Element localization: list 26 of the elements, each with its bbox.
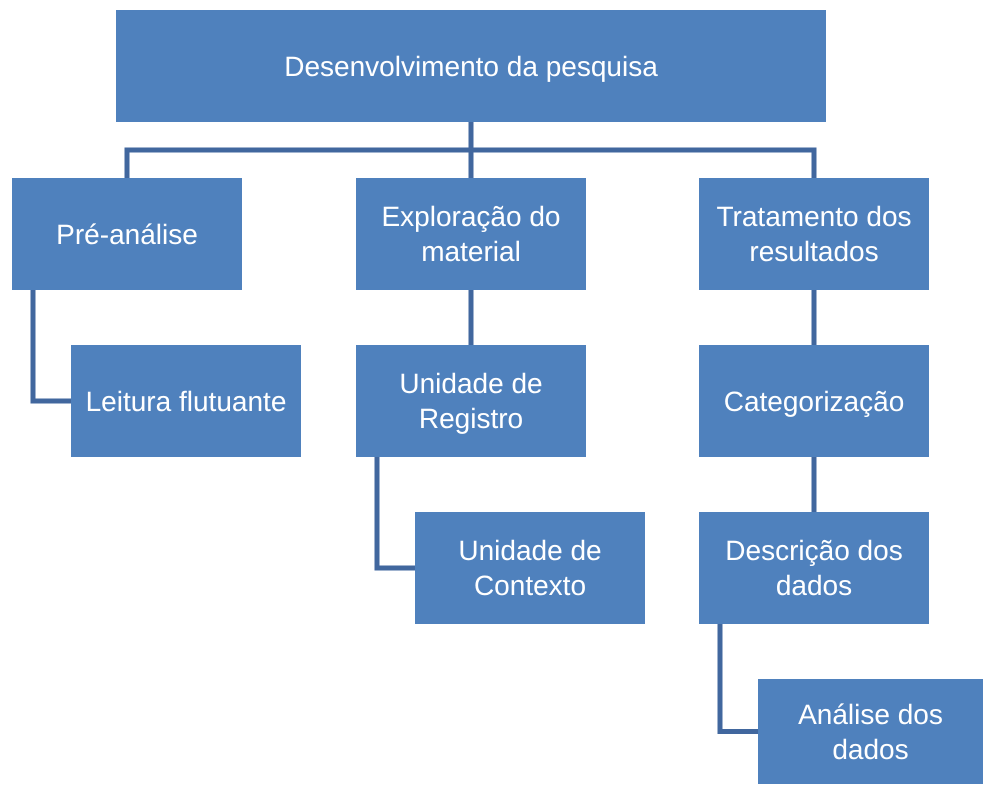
box-label: Unidade de Contexto [457, 534, 603, 603]
connector-line [374, 457, 415, 570]
box-label: Desenvolvimento da pesquisa [284, 50, 658, 84]
box-label: Descrição dos dados [724, 534, 904, 603]
connector-line [812, 290, 816, 345]
box-label: Categorização [724, 384, 904, 418]
connector-line [30, 290, 71, 404]
box-label: Análise dos dados [797, 698, 944, 766]
process-box [356, 178, 586, 290]
connector-line [812, 457, 816, 512]
process-box [699, 178, 929, 290]
process-box [71, 345, 301, 457]
process-box [12, 178, 242, 290]
box-label: Exploração do material [380, 200, 562, 269]
box-label: Tratamento dos resultados [715, 200, 913, 269]
process-box [116, 10, 826, 122]
connector-line [468, 290, 474, 345]
box-label: Unidade de Registro [398, 367, 544, 436]
box-label: Leitura flutuante [86, 384, 286, 418]
process-box [356, 345, 586, 457]
process-box [699, 512, 929, 624]
box-label: Pré-análise [56, 218, 198, 252]
connector-line [718, 624, 758, 734]
process-box [758, 679, 983, 784]
process-box [699, 345, 929, 457]
process-box [415, 512, 645, 624]
